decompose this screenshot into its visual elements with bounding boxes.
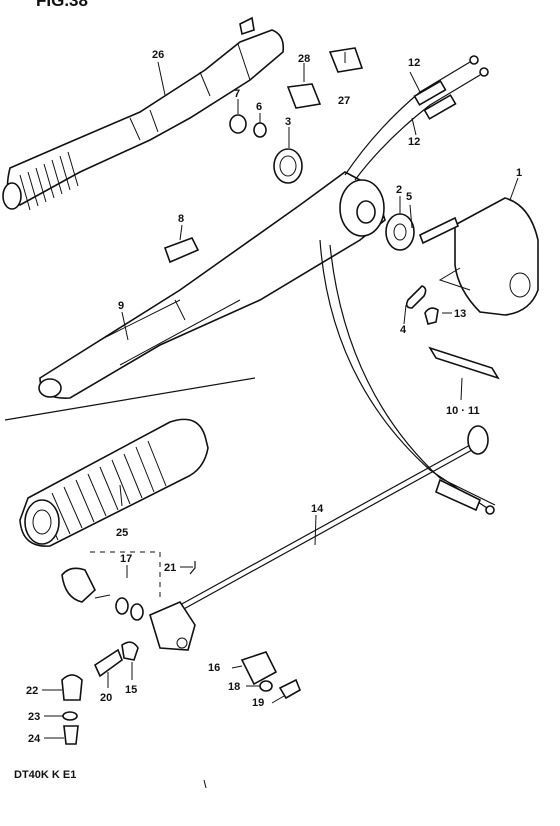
part-20-spring bbox=[93, 648, 123, 678]
part-16-clamp bbox=[240, 651, 278, 686]
callout-7: 7 bbox=[234, 88, 240, 100]
figure-title: FIG.38 bbox=[36, 0, 88, 10]
part-17-washer-b bbox=[130, 603, 144, 621]
callout-4: 4 bbox=[400, 324, 407, 336]
callout-20: 20 bbox=[100, 692, 112, 704]
part-2-bore bbox=[393, 223, 407, 241]
part-27-bracket bbox=[328, 47, 364, 73]
callout-9: 9 bbox=[118, 300, 124, 312]
part-17-knob bbox=[61, 567, 96, 603]
part-5-bolt bbox=[418, 216, 460, 245]
callout-15: 15 bbox=[125, 684, 137, 696]
callout-12-a: 12 bbox=[408, 57, 420, 69]
part-10-11-link bbox=[428, 346, 500, 380]
callout-8: 8 bbox=[178, 213, 184, 225]
callout-2: 2 bbox=[396, 184, 402, 196]
callout-25: 25 bbox=[116, 527, 128, 539]
part-15-bushing bbox=[121, 641, 139, 661]
callout-27: 27 bbox=[338, 95, 350, 107]
part-13-screw bbox=[424, 307, 439, 325]
part-21-clip bbox=[189, 561, 196, 575]
part-12-throttle-cables bbox=[319, 55, 496, 515]
callout-18: 18 bbox=[228, 681, 240, 693]
part-7-washer bbox=[229, 114, 247, 134]
callout-21: 21 bbox=[164, 562, 176, 574]
part-friction-block bbox=[149, 600, 196, 651]
part-8-plate bbox=[163, 237, 200, 264]
part-19-screw bbox=[278, 678, 302, 700]
part-25-throttle-grip bbox=[19, 418, 209, 547]
part-18-washer bbox=[259, 680, 273, 692]
callout-6: 6 bbox=[256, 101, 262, 113]
callout-5: 5 bbox=[406, 191, 412, 203]
callout-22: 22 bbox=[26, 685, 38, 697]
callout-13: 13 bbox=[454, 308, 466, 320]
part-22-cap bbox=[61, 674, 83, 701]
callout-3: 3 bbox=[285, 116, 291, 128]
part-23-washer bbox=[62, 711, 78, 721]
callout-17: 17 bbox=[120, 553, 132, 565]
part-3-washer bbox=[273, 148, 303, 184]
callout-24: 24 bbox=[28, 733, 41, 745]
callout-26: 26 bbox=[152, 49, 164, 61]
callout-23: 23 bbox=[28, 711, 40, 723]
part-24-bolt bbox=[63, 725, 79, 745]
callout-19: 19 bbox=[252, 697, 264, 709]
part-26-tiller-extension bbox=[2, 16, 285, 211]
part-14-throttle-rod bbox=[179, 425, 489, 611]
part-9-tiller-arm bbox=[38, 171, 386, 399]
part-28-pad bbox=[286, 83, 322, 109]
part-1-cover bbox=[438, 197, 539, 316]
part-17-washer-a bbox=[115, 597, 129, 615]
callout-28: 28 bbox=[298, 53, 310, 65]
stray-mark bbox=[203, 779, 207, 789]
callout-16: 16 bbox=[208, 662, 220, 674]
alignment-line bbox=[4, 377, 256, 421]
part-3-bore bbox=[279, 155, 297, 177]
part-17-shaft bbox=[94, 594, 111, 599]
callout-10-11: 10 · 11 bbox=[446, 405, 480, 417]
callout-12-b: 12 bbox=[408, 136, 420, 148]
part-6-nut bbox=[253, 122, 267, 138]
part-friction-block-hole bbox=[176, 637, 188, 649]
leader-lines bbox=[42, 52, 519, 739]
model-code: DT40K K E1 bbox=[14, 769, 76, 781]
callout-1: 1 bbox=[516, 167, 522, 179]
alignment-dash-17 bbox=[90, 551, 161, 600]
callout-14: 14 bbox=[311, 503, 324, 515]
part-4-pin bbox=[405, 285, 427, 309]
part-2-bushing bbox=[385, 213, 415, 251]
